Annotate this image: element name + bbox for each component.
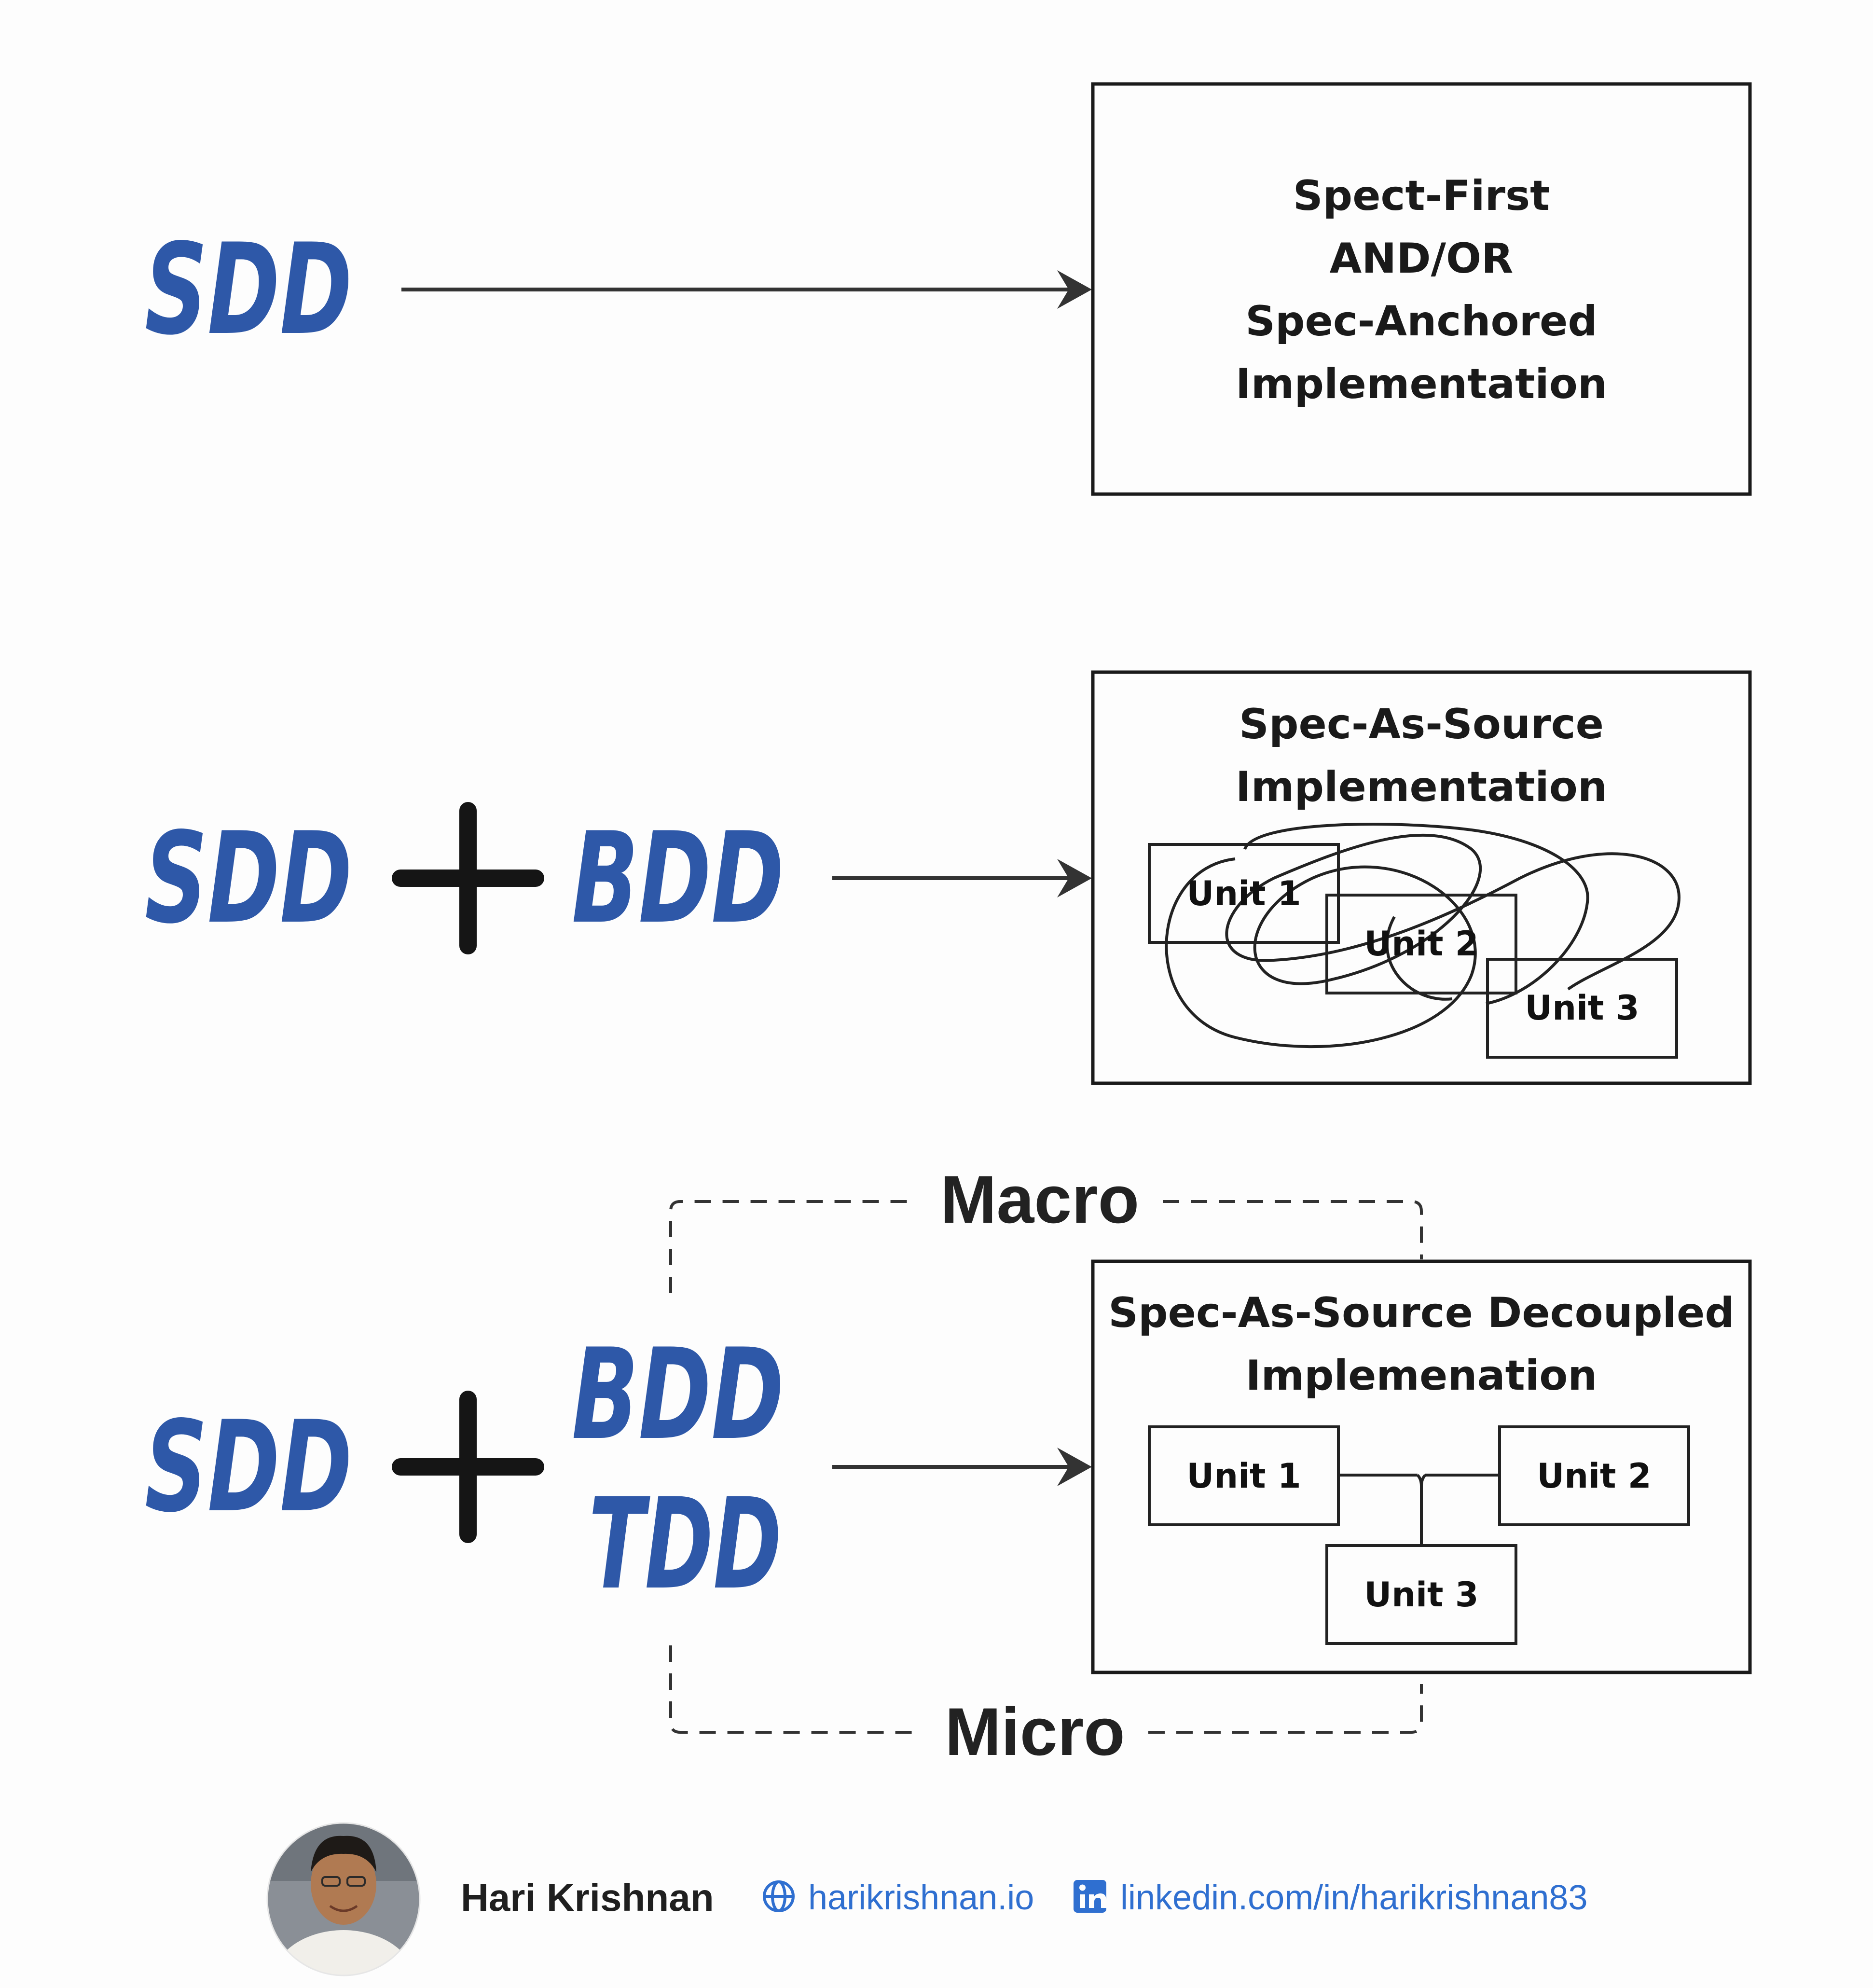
row3-plus-sign xyxy=(392,1391,544,1543)
website-link[interactable]: harikrishnan.io xyxy=(808,1878,1034,1917)
globe-icon xyxy=(763,1880,795,1912)
row2-sdd-term: SDD xyxy=(145,806,352,952)
row3-unit-1-label: Unit 1 xyxy=(1186,1456,1301,1496)
row1-box xyxy=(1091,82,1752,496)
row2-unit-1-box xyxy=(1148,843,1340,944)
row3-box-line-1: Spec-As-Source Decoupled xyxy=(1108,1289,1735,1337)
macro-dashed-bracket xyxy=(669,1200,1423,1293)
row2-unit-3-box xyxy=(1486,958,1678,1059)
row2-unit-2-label: Unit 2 xyxy=(1364,924,1478,964)
row2-unit-3-label: Unit 3 xyxy=(1525,988,1639,1028)
row1-box-line-2: AND/OR xyxy=(1330,235,1514,283)
row1-box-line-4: Implementation xyxy=(1236,360,1607,408)
row3-sdd-term: SDD xyxy=(145,1394,352,1540)
row2-box xyxy=(1091,670,1752,1085)
row3-unit-2-box xyxy=(1498,1425,1690,1526)
row2-plus-sign xyxy=(392,802,544,954)
row-3: Macro Micro SDD BDD TDD Spec-As-Source D… xyxy=(145,1161,1752,1769)
row2-bdd-term: BDD xyxy=(572,806,784,952)
row2-box-line-2: Implementation xyxy=(1236,763,1607,811)
micro-dashed-bracket xyxy=(669,1645,1423,1734)
row1-sdd-term: SDD xyxy=(145,217,352,363)
row1-box-line-1: Spect-First xyxy=(1293,172,1550,220)
row3-unit-2-label: Unit 2 xyxy=(1537,1456,1651,1496)
macro-label: Macro xyxy=(940,1161,1139,1237)
row-2: SDD BDD Spec-As-Source Implementation Un… xyxy=(145,670,1752,1085)
row2-tangle-scribble xyxy=(1165,823,1681,1048)
linkedin-link[interactable]: linkedin.com/in/harikrishnan83 xyxy=(1120,1878,1588,1917)
row3-box xyxy=(1091,1259,1752,1674)
micro-label: Micro xyxy=(945,1694,1125,1769)
row3-box-line-2: Implemenation xyxy=(1245,1352,1597,1400)
author-name: Hari Krishnan xyxy=(461,1876,714,1919)
row3-unit-3-box xyxy=(1325,1544,1517,1645)
footer: Hari Krishnan harikrishnan.io linkedin.c… xyxy=(266,1822,1588,1976)
row1-box-line-3: Spec-Anchored xyxy=(1245,297,1598,345)
row2-box-line-1: Spec-As-Source xyxy=(1239,700,1604,748)
row3-unit-1-box xyxy=(1148,1425,1340,1526)
row-1: SDD Spect-First AND/OR Spec-Anchored Imp… xyxy=(145,82,1752,496)
row3-tdd-term: TDD xyxy=(589,1472,782,1617)
avatar xyxy=(267,1823,420,1975)
row3-unit-3-label: Unit 3 xyxy=(1364,1575,1478,1615)
row2-unit-1-label: Unit 1 xyxy=(1186,874,1301,913)
row3-unit-connector xyxy=(1338,1474,1500,1546)
row3-bdd-term: BDD xyxy=(572,1322,784,1468)
linkedin-icon xyxy=(1074,1880,1106,1913)
